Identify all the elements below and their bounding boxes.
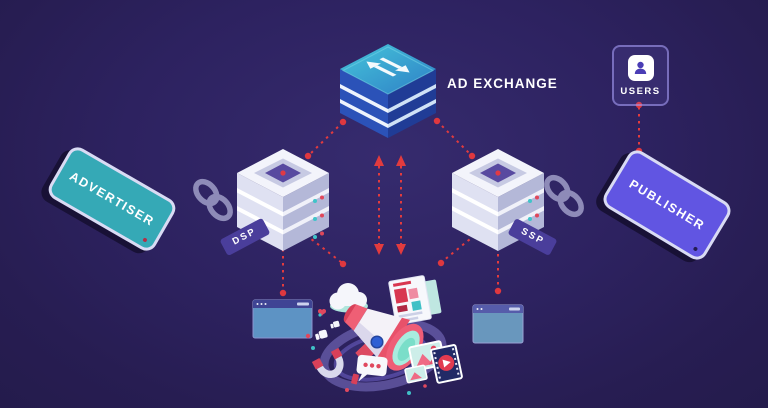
thumb-up-icon (315, 329, 328, 340)
chain-link-icon-left (193, 178, 233, 222)
connector-ssp-campaign (442, 234, 476, 262)
connector-dsp-campaign (305, 234, 342, 263)
publisher-label: PUBLISHER (626, 176, 708, 234)
person-icon (627, 54, 654, 81)
tablet-camera-dot (142, 237, 148, 243)
connector-adexchange-dsp (307, 121, 344, 157)
megaphone-illustration (305, 275, 463, 395)
ssp-server-icon (452, 149, 544, 251)
connector-lines (282, 107, 640, 291)
ad-exchange-label: AD EXCHANGE (447, 76, 558, 91)
dsp-led-lights (313, 195, 324, 239)
connector-adexchange-ssp (436, 120, 473, 157)
dsp-server-icon (237, 149, 329, 251)
webpage-cards-icon (388, 275, 442, 326)
browser-window-right-icon (472, 304, 524, 344)
users-label: USERS (620, 85, 661, 97)
social-bits (305, 309, 384, 350)
speech-bubble-icon (356, 354, 388, 382)
exchange-arrows-icon (366, 57, 410, 77)
magnet-icon (311, 347, 344, 379)
confetti-dots (318, 313, 427, 395)
video-play-card-icon (430, 344, 463, 384)
cloud-icon (329, 283, 368, 319)
chain-link-icon-right (544, 174, 584, 218)
browser-window-left-icon (252, 299, 313, 339)
ribbon-bit (351, 373, 359, 385)
tablet-camera-dot (692, 246, 699, 252)
ad-exchange-server-icon (340, 44, 436, 138)
megaphone-icon (343, 304, 424, 371)
connector-arrowheads (374, 155, 406, 255)
photo-card-icon-small (404, 364, 428, 384)
thumb-up-icon-small (330, 320, 340, 329)
users-card: USERS (612, 45, 669, 106)
